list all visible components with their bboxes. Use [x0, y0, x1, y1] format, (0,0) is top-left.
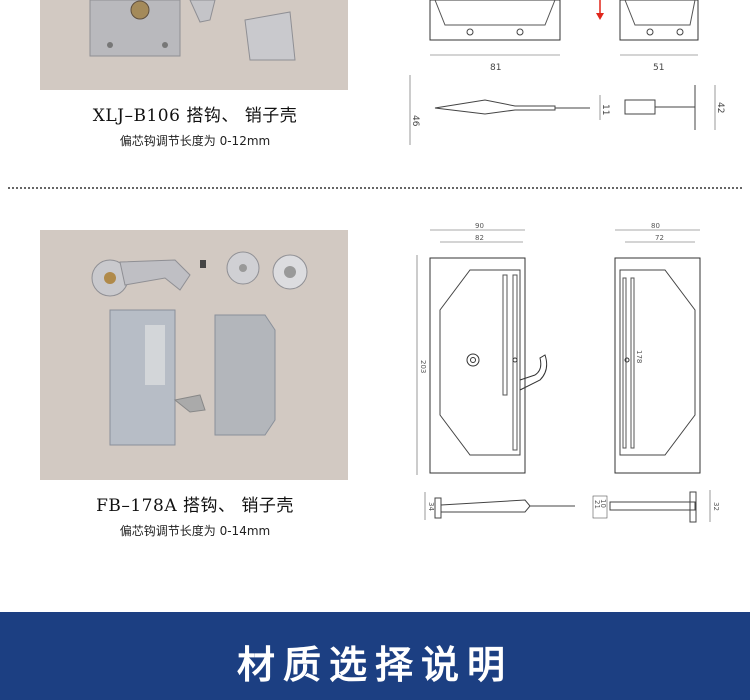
product1-title: XLJ–B106 搭钩、 销子壳	[92, 106, 298, 126]
material-section-title: 材质选择说明	[236, 643, 513, 687]
p2-dim-thick-a: 34	[427, 502, 435, 511]
product2-title: FB–178A 搭钩、 销子壳	[96, 496, 294, 516]
product1-drawing: 81 51 46 11 42	[409, 0, 725, 145]
section-divider	[8, 187, 742, 189]
p2-dim-outer-b: 80	[651, 222, 660, 230]
p2-dim-inner-b: 72	[655, 234, 664, 242]
product1-caption: XLJ–B106 搭钩、 销子壳 偏芯钩调节长度为 0-12mm	[40, 101, 350, 149]
p2-dim-outer-a: 90	[475, 222, 484, 230]
product1-subtitle: 偏芯钩调节长度为 0-12mm	[119, 134, 271, 148]
product1-hardware-image	[89, 0, 296, 61]
product1-photo	[40, 0, 348, 90]
product2-caption: FB–178A 搭钩、 销子壳 偏芯钩调节长度为 0-14mm	[40, 491, 350, 539]
p1-dim-height-a: 46	[410, 115, 420, 127]
product2-subtitle: 偏芯钩调节长度为 0-14mm	[119, 524, 271, 538]
p2-dim-t1: 10	[599, 499, 607, 508]
p1-dim-height-b: 42	[715, 102, 725, 113]
p1-dim-thick: 11	[600, 104, 610, 115]
p2-dim-thick-b: 32	[712, 502, 720, 511]
product2-drawing: 90 82 203 80 72 178 34 10 21 32	[416, 222, 720, 523]
p2-dim-height-a: 203	[419, 360, 427, 373]
p1-dim-width-a: 81	[490, 63, 501, 73]
material-section-banner: 材质选择说明	[0, 612, 750, 700]
product2-hardware-image	[91, 251, 308, 446]
p2-dim-inner-a: 82	[475, 234, 484, 242]
p1-dim-width-b: 51	[653, 63, 664, 73]
p2-dim-t2: 21	[593, 500, 601, 509]
product2-photo	[40, 230, 348, 480]
p2-dim-height-b: 178	[635, 350, 643, 363]
